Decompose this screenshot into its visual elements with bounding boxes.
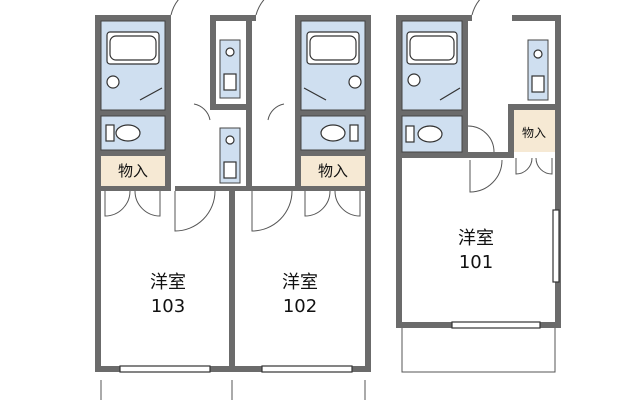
storage-label: 物入 [318,162,348,180]
wall [95,15,101,372]
wall [246,110,252,190]
entry-door [255,0,265,16]
wall [297,15,371,21]
wall [210,104,252,110]
toilet-tank [349,124,359,142]
room-type-label: 洋室 [150,272,186,293]
room-number-label: 101 [459,252,493,273]
wall [165,15,171,190]
sink-icon [531,75,545,93]
wall [101,150,171,156]
wall [210,15,216,110]
wall [402,152,468,158]
room-number-label: 103 [151,296,185,317]
storage-closet [301,156,365,186]
entry-door [471,0,481,16]
wall [175,186,300,191]
door-swing [174,190,216,232]
stove-icon [533,49,543,59]
balcony [401,328,556,373]
wall [295,110,365,116]
bath-door [139,87,163,101]
wall [396,15,472,21]
door-swing [251,190,293,232]
window [552,209,560,283]
sink-icon [223,73,237,91]
sink-icon [348,75,362,89]
storage-label: 物入 [118,162,148,180]
door-swing [467,125,495,153]
wall [295,150,365,156]
wall [512,15,561,21]
wall [462,15,468,158]
wall [95,15,171,21]
wall [101,186,171,191]
window [261,365,353,373]
bathtub-basin [309,35,357,61]
door-swing [267,103,285,121]
room-type-label: 洋室 [458,228,494,249]
wall [508,104,555,110]
left-building: 物入 物入 洋室 103 洋室 102 [95,0,371,400]
toilet-icon [417,125,443,143]
stove-icon [225,135,235,145]
sink-icon [106,75,120,89]
sink-icon [407,73,421,87]
bath-door [303,87,327,101]
storage-closet [101,156,165,186]
toilet-icon [115,124,141,142]
bathtub-basin [109,35,157,61]
storage-label: 物入 [522,126,546,140]
wall [295,15,301,190]
door-swing [535,157,553,175]
bath-door [439,87,461,101]
right-building: 物入 洋室 101 [396,0,561,373]
door-swing [515,157,533,175]
storage-closet [514,110,555,152]
bathtub-basin [409,35,455,61]
wall [229,188,235,372]
room-number-label: 102 [283,296,317,317]
wall [508,104,514,158]
stove-icon [225,47,235,57]
door-swing [134,190,161,217]
door-swing [469,159,503,193]
room-type-label: 洋室 [282,272,318,293]
sink-icon [223,161,237,179]
entry-door [170,0,179,16]
window [119,365,211,373]
door-swing [193,103,211,121]
window [451,321,541,329]
wall [396,15,402,328]
wall [402,110,468,116]
door-swing [334,190,361,217]
toilet-tank [105,124,115,142]
toilet-tank [405,125,415,143]
wall [468,152,508,158]
wall [555,15,561,328]
door-swing [104,190,131,217]
door-swing [304,190,331,217]
wall [210,15,256,21]
wall [365,15,371,372]
wall [101,110,171,116]
toilet-icon [320,124,346,142]
wall [300,186,365,191]
wall [246,15,252,105]
